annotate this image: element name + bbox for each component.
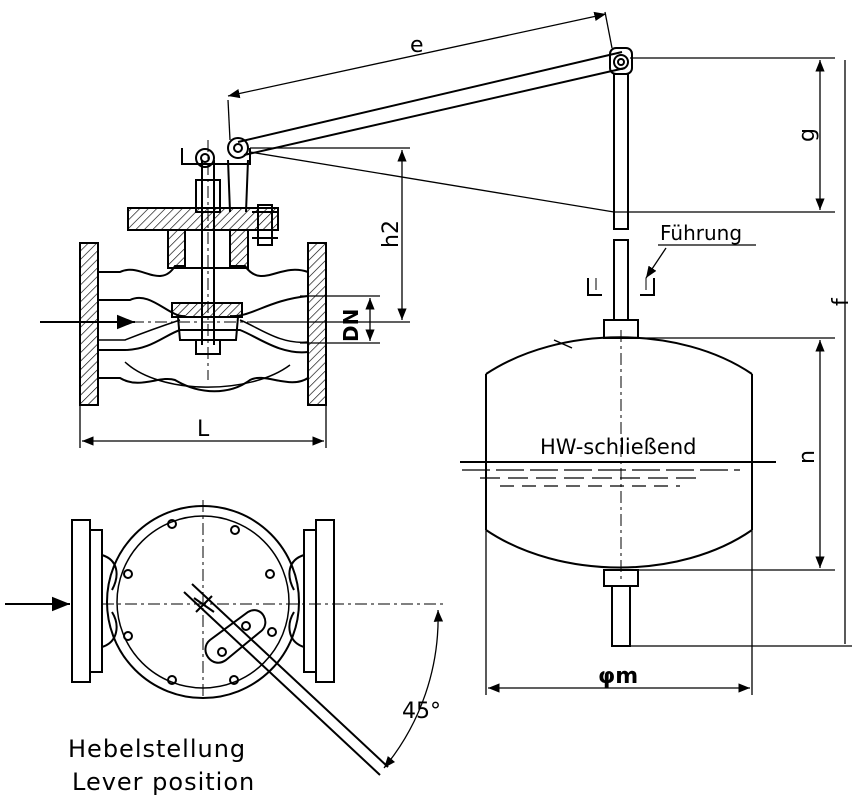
label-dn: DN	[339, 309, 363, 342]
dimension-phi-m	[485, 530, 753, 695]
dimension-g	[249, 57, 835, 213]
dimension-n	[638, 337, 835, 571]
label-n: n	[795, 450, 820, 464]
float-body	[485, 336, 753, 569]
valve-top-view	[5, 500, 445, 776]
label-f: f	[829, 297, 852, 306]
label-e: e	[410, 33, 424, 58]
valve-section-view	[40, 137, 340, 406]
dimension-f	[630, 60, 852, 647]
lever-arm	[237, 47, 633, 156]
water-level-lines	[460, 461, 776, 487]
guide-brackets	[587, 278, 655, 296]
dimension-e	[227, 11, 613, 141]
label-l: L	[197, 417, 210, 442]
fuhrung-leader	[645, 244, 756, 279]
label-hw: HW-schließend	[540, 435, 696, 459]
dimension-dn	[300, 295, 380, 344]
label-fuhrung: Führung	[660, 221, 742, 245]
dimension-l	[79, 405, 327, 448]
caption-english: Lever position	[72, 768, 255, 796]
label-angle: 45°	[402, 699, 441, 724]
label-phi-m: φm	[598, 664, 638, 689]
label-h2: h2	[379, 220, 404, 248]
float-rod	[603, 73, 639, 647]
dimension-h2	[250, 147, 410, 323]
label-g: g	[795, 128, 820, 142]
caption-german: Hebelstellung	[68, 735, 246, 763]
